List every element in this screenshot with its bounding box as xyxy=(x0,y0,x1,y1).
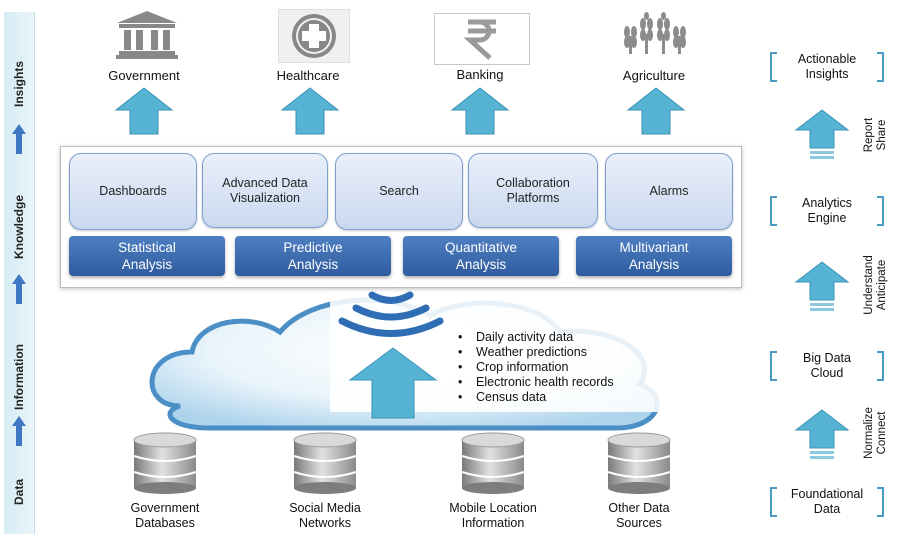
stage-analytics-engine: Analytics Engine xyxy=(770,196,884,226)
sector-label-government: Government xyxy=(108,68,180,83)
level-knowledge: Knowledge xyxy=(12,194,27,260)
tool-alarms: Alarms xyxy=(605,153,733,230)
analysis-multivariant: Multivariant Analysis xyxy=(576,236,732,276)
source-government-databases: Government Databases xyxy=(130,501,200,530)
government-building-icon xyxy=(112,8,182,60)
tool-advanced-data-visualization: Advanced Data Visualization xyxy=(202,153,328,228)
level-insights: Insights xyxy=(12,60,27,108)
up-arrow xyxy=(626,87,686,135)
analysis-quantitative: Quantitative Analysis xyxy=(403,236,559,276)
wheat-icon xyxy=(618,12,692,56)
source-social-media-networks: Social Media Networks xyxy=(289,501,361,530)
cloud-up-arrow xyxy=(348,347,438,419)
step-up-arrow xyxy=(794,409,850,459)
level-up-arrow xyxy=(12,416,26,451)
level-up-arrow xyxy=(12,124,26,159)
analysis-statistical: Statistical Analysis xyxy=(69,236,225,276)
step-up-arrow xyxy=(794,109,850,159)
data-item: Census data xyxy=(458,390,614,405)
database-icon xyxy=(133,432,197,494)
analysis-predictive: Predictive Analysis xyxy=(235,236,391,276)
source-other-data-sources: Other Data Sources xyxy=(608,501,670,530)
stage-foundational-data: Foundational Data xyxy=(770,487,884,517)
level-bar: Insights Knowledge Information Data xyxy=(4,12,35,534)
tool-collaboration-platforms: Collaboration Platforms xyxy=(468,153,598,228)
data-item: Electronic health records xyxy=(458,375,614,390)
up-arrow xyxy=(450,87,510,135)
rupee-icon xyxy=(434,13,530,65)
level-data: Data xyxy=(12,478,27,506)
tool-dashboards: Dashboards xyxy=(69,153,197,230)
stage-big-data-cloud: Big Data Cloud xyxy=(770,351,884,381)
sector-label-healthcare: Healthcare xyxy=(276,68,340,83)
level-up-arrow xyxy=(12,274,26,309)
up-arrow xyxy=(280,87,340,135)
up-arrow xyxy=(114,87,174,135)
database-icon xyxy=(293,432,357,494)
data-item: Daily activity data xyxy=(458,330,614,345)
data-item: Weather predictions xyxy=(458,345,614,360)
medical-cross-icon xyxy=(278,9,350,63)
level-information: Information xyxy=(12,344,26,410)
wireless-signal-icon xyxy=(338,291,444,337)
stage-actionable-insights: Actionable Insights xyxy=(770,52,884,82)
database-icon xyxy=(461,432,525,494)
step-up-arrow xyxy=(794,261,850,311)
data-item: Crop information xyxy=(458,360,614,375)
source-mobile-location-information: Mobile Location Information xyxy=(449,501,537,530)
database-icon xyxy=(607,432,671,494)
sector-label-banking: Banking xyxy=(456,67,504,82)
knowledge-panel: Dashboards Advanced Data Visualization S… xyxy=(60,146,742,288)
tool-search: Search xyxy=(335,153,463,230)
sector-label-agriculture: Agriculture xyxy=(622,68,686,83)
data-items-list: Daily activity data Weather predictions … xyxy=(458,330,614,405)
